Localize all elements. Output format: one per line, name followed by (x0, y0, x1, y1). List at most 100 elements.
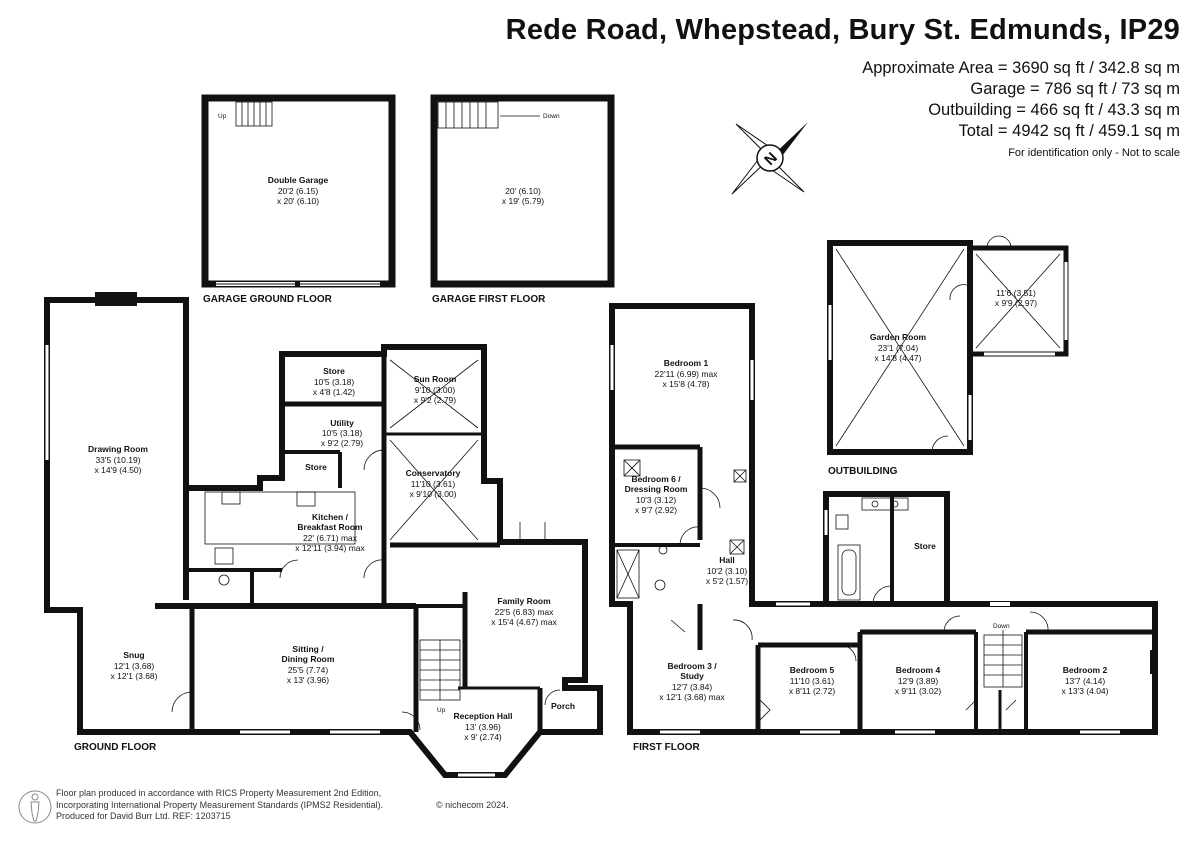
room-name-bedroom-4: Bedroom 4 (896, 665, 941, 675)
room-name-garden-room: Garden Room (870, 332, 927, 342)
room-dim-bedroom-1-1: 22'11 (6.99) max (655, 369, 719, 379)
room-name-bedroom-1: Bedroom 1 (664, 358, 709, 368)
room-dim-bedroom-5-1: 11'10 (3.61) (790, 676, 835, 686)
room-dim-double-garage-2: x 20' (6.10) (277, 196, 319, 206)
section-label-garage-ground: GARAGE GROUND FLOOR (203, 294, 333, 305)
room-dim-bedroom-6-2: x 9'7 (2.92) (635, 505, 677, 515)
room-name-sitting-room-2: Dining Room (282, 654, 335, 664)
room-name-bedroom-2: Bedroom 2 (1063, 665, 1108, 675)
room-name-bedroom-3-2: Study (680, 671, 704, 681)
compass-icon: N (731, 122, 808, 195)
room-dim-bedroom-4-1: 12'9 (3.89) (898, 676, 939, 686)
ground-floor-plan (44, 292, 603, 778)
room-dim-double-garage-1: 20'2 (6.15) (278, 186, 319, 196)
section-label-ground-floor: GROUND FLOOR (74, 742, 157, 753)
room-name-family-room: Family Room (497, 596, 551, 606)
room-name-conservatory: Conservatory (406, 468, 461, 478)
stair-up-label-ground: Up (437, 707, 446, 714)
outbuilding-labels: Garden Room 23'1 (7.04) x 14'8 (4.47) 11… (828, 288, 1037, 477)
stair-up-label: Up (218, 113, 227, 120)
room-dim-bedroom-5-2: x 8'11 (2.72) (789, 686, 836, 696)
room-name-bedroom-3-1: Bedroom 3 / (667, 661, 717, 671)
room-dim-sun-room-1: 9'10 (3.00) (415, 385, 456, 395)
room-dim-annex-1: 11'6 (3.51) (996, 288, 1036, 298)
room-dim-utility-2: x 9'2 (2.79) (321, 438, 363, 448)
room-name-porch: Porch (551, 701, 575, 711)
section-label-garage-first: GARAGE FIRST FLOOR (432, 294, 546, 305)
area-line-outbuilding: Outbuilding = 466 sq ft / 43.3 sq m (928, 101, 1180, 119)
garage-ground-floor-plan: Up Double Garage 20'2 (6.15) x 20' (6.10… (201, 94, 396, 305)
room-dim-store-1: 10'5 (3.18) (314, 377, 355, 387)
scale-note: For identification only - Not to scale (1008, 147, 1180, 159)
room-dim-garden-room-2: x 14'8 (4.47) (875, 353, 922, 363)
footer-line-2: Incorporating International Property Mea… (56, 799, 384, 810)
area-summary: Approximate Area = 3690 sq ft / 342.8 sq… (862, 58, 1180, 164)
room-dim-bedroom-2-2: x 13'3 (4.04) (1062, 686, 1109, 696)
stair-down-label-garage: Down (543, 113, 560, 120)
room-dim-conservatory-1: 11'10 (3.61) (411, 479, 456, 489)
room-dim-utility-1: 10'5 (3.18) (322, 428, 363, 438)
room-dim-annex-2: x 9'9 (2.97) (995, 298, 1037, 308)
room-name-kitchen-2: Breakfast Room (297, 522, 363, 532)
room-dim-snug-2: x 12'1 (3.68) (111, 671, 158, 681)
room-dim-drawing-room-2: x 14'9 (4.50) (95, 465, 142, 475)
room-dim-sun-room-2: x 9'2 (2.79) (414, 395, 456, 405)
room-dim-bedroom-6-1: 10'3 (3.12) (636, 495, 677, 505)
room-name-double-garage: Double Garage (268, 175, 329, 185)
room-dim-bedroom-2-1: 13'7 (4.14) (1065, 676, 1106, 686)
footer-line-1: Floor plan produced in accordance with R… (56, 788, 382, 798)
footer-line-3: Produced for David Burr Ltd. REF: 120371… (56, 811, 231, 821)
room-name-bedroom-6-2: Dressing Room (625, 484, 688, 494)
room-dim-conservatory-2: x 9'10 (3.00) (410, 489, 457, 499)
first-floor-labels: Bedroom 1 22'11 (6.99) max x 15'8 (4.78)… (625, 358, 1109, 753)
garage-first-floor-plan: Down 20' (6.10) x 19' (5.79) GARAGE FIRS… (430, 94, 615, 305)
stair-down-label-first: Down (993, 623, 1010, 630)
room-dim-kitchen-2: x 12'11 (3.94) max (295, 543, 365, 553)
room-name-bedroom-5: Bedroom 5 (790, 665, 835, 675)
room-dim-bedroom-1-2: x 15'8 (4.78) (663, 379, 710, 389)
outbuilding-plan (827, 235, 1069, 455)
section-label-outbuilding: OUTBUILDING (828, 466, 898, 477)
room-name-store-small: Store (305, 462, 327, 472)
room-dim-snug-1: 12'1 (3.68) (114, 661, 155, 671)
room-dim-family-room-1: 22'5 (6.83) max (495, 607, 555, 617)
room-dim-bedroom-3-2: x 12'1 (3.68) max (659, 692, 725, 702)
room-dim-bedroom-4-2: x 9'11 (3.02) (895, 686, 942, 696)
section-label-first-floor: FIRST FLOOR (633, 742, 700, 753)
room-name-hall: Hall (719, 555, 735, 565)
room-dim-bedroom-3-1: 12'7 (3.84) (672, 682, 713, 692)
room-dim-garage-upper-1: 20' (6.10) (505, 186, 541, 196)
room-name-snug: Snug (123, 650, 144, 660)
footer-copyright: © nichecom 2024. (436, 799, 509, 810)
room-name-sitting-room-1: Sitting / (292, 644, 324, 654)
person-icon (18, 790, 52, 824)
room-dim-hall-2: x 5'2 (1.57) (706, 576, 748, 586)
area-line-total: Total = 4942 sq ft / 459.1 sq m (958, 122, 1180, 140)
room-name-store: Store (323, 366, 345, 376)
room-dim-kitchen-1: 22' (6.71) max (303, 533, 358, 543)
room-name-drawing-room: Drawing Room (88, 444, 148, 454)
first-floor-plan (609, 303, 1158, 735)
room-dim-garden-room-1: 23'1 (7.04) (878, 343, 919, 353)
room-name-store-first: Store (914, 541, 936, 551)
area-line-approx: Approximate Area = 3690 sq ft / 342.8 sq… (862, 59, 1180, 77)
room-dim-reception-hall-1: 13' (3.96) (465, 722, 501, 732)
room-name-utility: Utility (330, 418, 354, 428)
room-name-reception-hall: Reception Hall (453, 711, 512, 721)
room-dim-sitting-room-2: x 13' (3.96) (287, 675, 329, 685)
area-line-garage: Garage = 786 sq ft / 73 sq m (970, 80, 1180, 98)
room-name-bedroom-6-1: Bedroom 6 / (631, 474, 681, 484)
room-dim-reception-hall-2: x 9' (2.74) (464, 732, 502, 742)
room-dim-drawing-room-1: 33'5 (10.19) (95, 455, 140, 465)
room-dim-sitting-room-1: 25'5 (7.74) (288, 665, 329, 675)
footer-credits: Floor plan produced in accordance with R… (56, 788, 509, 823)
page-title: Rede Road, Whepstead, Bury St. Edmunds, … (505, 14, 1180, 46)
room-dim-family-room-2: x 15'4 (4.67) max (491, 617, 557, 627)
room-dim-store-2: x 4'8 (1.42) (313, 387, 355, 397)
room-name-kitchen-1: Kitchen / (312, 512, 349, 522)
room-name-sun-room: Sun Room (414, 374, 457, 384)
ground-floor-labels: Drawing Room 33'5 (10.19) x 14'9 (4.50) … (74, 366, 575, 753)
room-dim-hall-1: 10'2 (3.10) (707, 566, 748, 576)
room-dim-garage-upper-2: x 19' (5.79) (502, 196, 544, 206)
